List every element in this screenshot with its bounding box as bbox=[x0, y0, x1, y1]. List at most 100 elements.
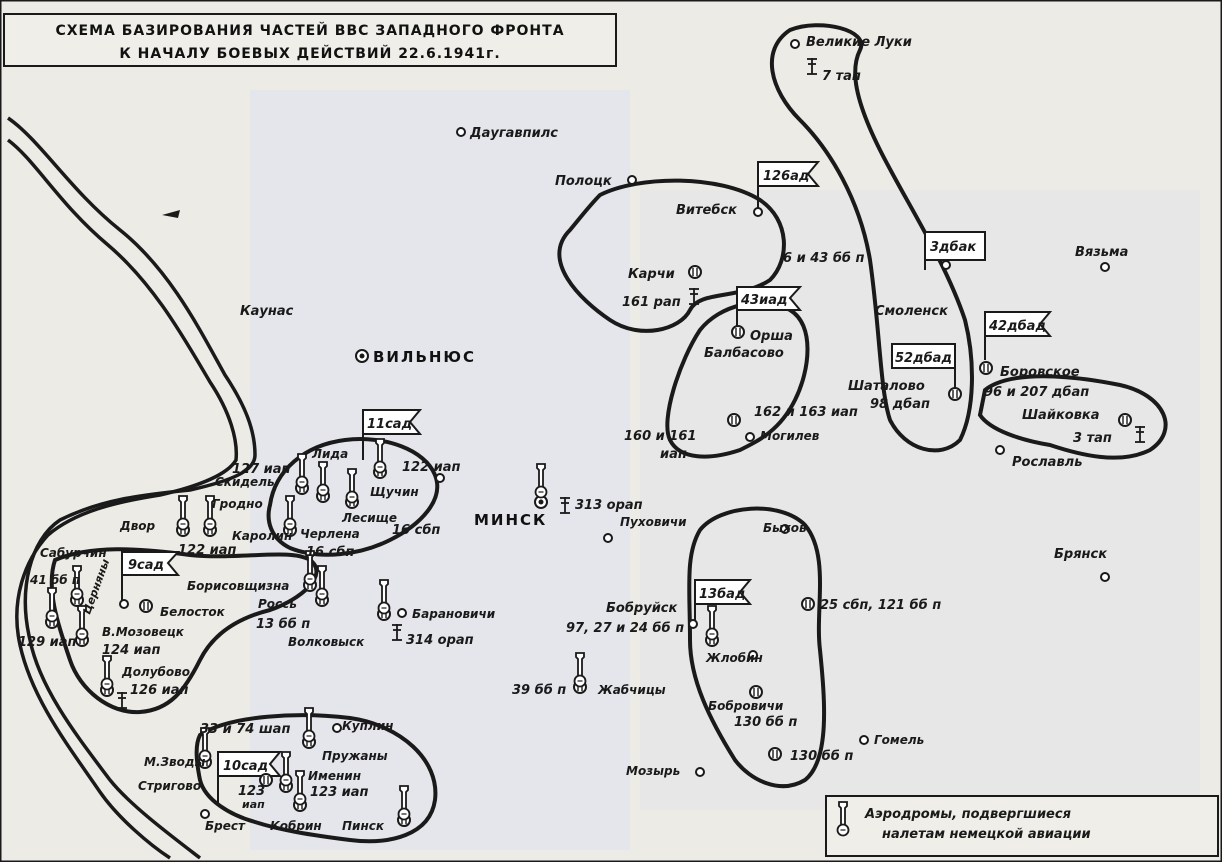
flag-label: 126ад bbox=[763, 169, 809, 184]
city-grodno: Гродно bbox=[212, 497, 263, 511]
unit-labels: 7 тап 6 и 43 бб п 161 рап 98 дбап 96 и 2… bbox=[18, 69, 1112, 811]
flag-label: 3дбак bbox=[930, 240, 977, 255]
unit-zones bbox=[49, 23, 1168, 844]
city-polotsk: Полоцк bbox=[555, 174, 613, 189]
title-line2: К НАЧАЛУ БОЕВЫХ ДЕЙСТВИЙ 22.6.1941г. bbox=[119, 45, 500, 62]
city-kobrin: Кобрин bbox=[270, 819, 322, 833]
city-imenin: Именин bbox=[308, 769, 361, 783]
city-pruzhany: Пружаны bbox=[322, 749, 388, 763]
unit-label: 161 рап bbox=[622, 295, 681, 310]
shade-area-2 bbox=[640, 190, 1200, 810]
unit-label: 25 сбп, 121 бб п bbox=[820, 598, 941, 613]
title-box: СХЕМА БАЗИРОВАНИЯ ЧАСТЕЙ ВВС ЗАПАДНОГО Ф… bbox=[3, 13, 617, 67]
city-zhlobin: Жлобин bbox=[705, 651, 763, 665]
city-bykhov: Быхов bbox=[763, 521, 807, 535]
unit-label: 123 иап bbox=[310, 785, 369, 800]
flag-label: 13бад bbox=[699, 587, 745, 602]
city-shchuchin: Щучин bbox=[370, 485, 419, 499]
unit-label: 314 орап bbox=[406, 633, 474, 648]
flag-13bad: 13бад bbox=[694, 579, 753, 628]
flag-9sad: 9сад bbox=[121, 551, 181, 605]
city-brest: Брест bbox=[205, 819, 246, 833]
city-pinsk: Пинск bbox=[342, 819, 385, 833]
city-kaunas: Каунас bbox=[240, 304, 294, 319]
zone-3dbak bbox=[770, 23, 974, 453]
flag-label: 52дбад bbox=[895, 351, 952, 366]
city-karchi: Карчи bbox=[628, 267, 675, 282]
zone-10sad bbox=[194, 713, 438, 844]
unit-label: иап bbox=[242, 798, 265, 811]
city-cherlena: Черлена bbox=[300, 527, 360, 541]
title-line1: СХЕМА БАЗИРОВАНИЯ ЧАСТЕЙ ВВС ЗАПАДНОГО Ф… bbox=[55, 22, 564, 39]
city-vitebsk: Витебск bbox=[676, 203, 738, 218]
shade-area bbox=[250, 90, 630, 850]
city-volkovysk: Волковыск bbox=[288, 635, 365, 649]
legend-line2: налетам немецкой авиации bbox=[882, 827, 1091, 842]
unit-label: 123 bbox=[238, 784, 265, 799]
city-shaikovka: Шайковка bbox=[1022, 408, 1100, 423]
unit-label: 124 иап bbox=[102, 643, 161, 658]
unit-label: 160 и 161 bbox=[624, 429, 696, 444]
unit-label: 7 тап bbox=[822, 69, 861, 84]
city-labels: Великие Луки Даугавпилс Полоцк Витебск В… bbox=[40, 35, 1128, 833]
city-markers bbox=[119, 39, 1110, 827]
zone-13bad bbox=[687, 506, 827, 789]
flag-43iad: 43иад bbox=[736, 286, 803, 330]
unit-label: 129 иап bbox=[18, 635, 77, 650]
city-gomel: Гомель bbox=[874, 733, 924, 747]
city-balbasovo: Балбасово bbox=[704, 346, 784, 361]
unit-label: 313 орап bbox=[575, 498, 643, 513]
unit-label: 33 и 74 шап bbox=[200, 722, 290, 737]
city-lida: Лида bbox=[311, 447, 348, 461]
unit-label: 16 сбп bbox=[392, 523, 440, 538]
city-shatalovo: Шаталово bbox=[848, 379, 925, 394]
flag-42dbad: 42дбад bbox=[984, 311, 1053, 360]
city-mogilev: Могилев bbox=[760, 429, 820, 443]
city-vilnius: ВИЛЬНЮС bbox=[373, 348, 476, 366]
unit-label: 16 сбп bbox=[306, 545, 354, 560]
unit-label: 41 бб п bbox=[29, 573, 80, 587]
unit-label: 130 бб п bbox=[790, 749, 853, 764]
city-skidel: Скидель bbox=[215, 475, 275, 489]
zone-11sad bbox=[266, 437, 440, 557]
flag-52dbad: 52дбад bbox=[891, 343, 956, 390]
city-belostok: Белосток bbox=[160, 605, 226, 619]
city-baranovichi: Барановичи bbox=[412, 607, 496, 621]
flag-label: 42дбад bbox=[988, 319, 1046, 334]
flag-label: 9сад bbox=[128, 558, 164, 573]
unit-label: 122 иап bbox=[178, 543, 237, 558]
flag-126ad: 126ад bbox=[757, 161, 821, 210]
city-vyazma: Вязьма bbox=[1075, 245, 1128, 260]
city-smolensk: Смоленск bbox=[875, 304, 949, 319]
city-daugavpils: Даугавпилс bbox=[469, 126, 558, 141]
unit-label: 97, 27 и 24 бб п bbox=[566, 621, 684, 636]
unit-label: 96 и 207 дбап bbox=[984, 385, 1089, 400]
unit-label: иап bbox=[660, 447, 687, 462]
unit-label: 162 и 163 иап bbox=[754, 405, 858, 420]
flag-11sad: 11сад bbox=[362, 409, 423, 460]
zone-126ad bbox=[557, 178, 786, 333]
frontier-line bbox=[6, 116, 257, 860]
legend-box: Аэродромы, подвергшиеся налетам немецкой… bbox=[825, 795, 1219, 857]
flag-label: 43иад bbox=[740, 293, 787, 308]
flag-label: 10сад bbox=[223, 759, 268, 774]
unit-label: 3 тап bbox=[1073, 431, 1112, 446]
flag-label: 11сад bbox=[367, 417, 412, 432]
unit-label: 122 иап bbox=[402, 460, 461, 475]
city-minsk: МИНСК bbox=[474, 511, 547, 529]
unit-label: 130 бб п bbox=[734, 715, 797, 730]
unit-label: 39 бб п bbox=[512, 683, 566, 698]
city-dolubovo: Долубово bbox=[121, 665, 190, 679]
city-strigovo: Стригово bbox=[138, 779, 201, 793]
city-borisovshchizna: Борисовщизна bbox=[187, 579, 289, 593]
unit-label: 6 и 43 бб п bbox=[783, 251, 865, 266]
legend-line1: Аэродромы, подвергшиеся bbox=[864, 807, 1071, 822]
city-dvor: Двор bbox=[119, 519, 156, 533]
flag-10sad: 10сад bbox=[217, 751, 283, 805]
aircraft-icon bbox=[162, 210, 180, 218]
unit-label: 127 иап bbox=[232, 462, 291, 477]
city-sabuchin: Сабурчин bbox=[40, 546, 107, 560]
unit-label: 13 бб п bbox=[256, 617, 310, 632]
